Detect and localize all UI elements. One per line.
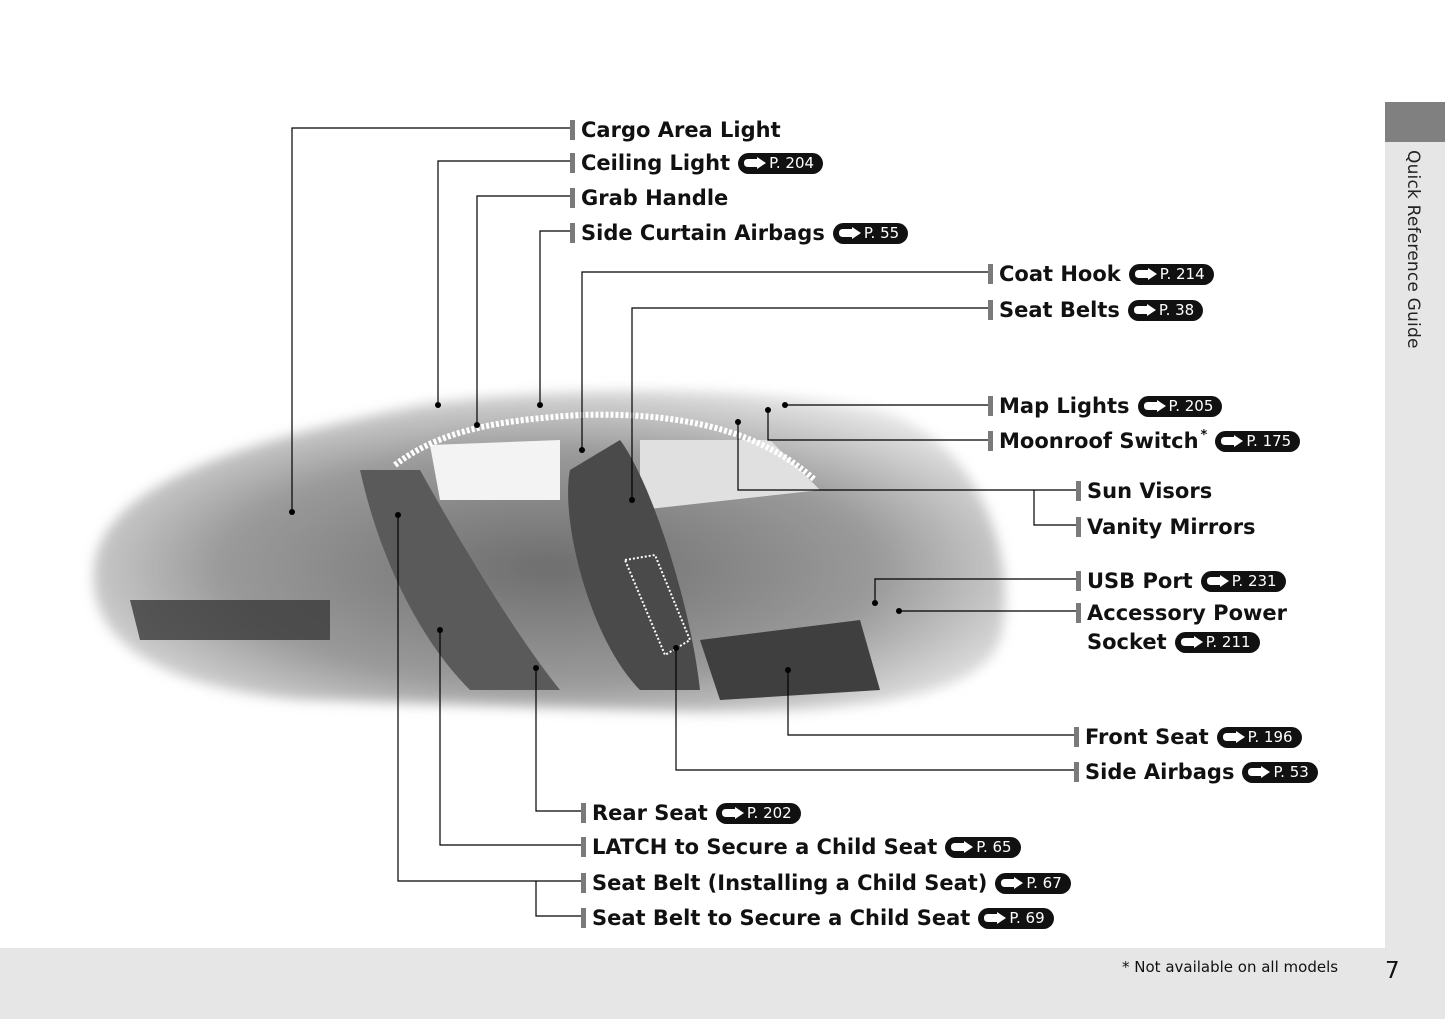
label-text: Cargo Area Light: [581, 118, 781, 142]
label-text: Coat Hook: [999, 262, 1121, 286]
page-ref-link[interactable]: P. 231: [1200, 570, 1286, 592]
arrow-right-icon: [1206, 575, 1229, 587]
page-ref-link[interactable]: P. 204: [738, 152, 824, 174]
label-side-curtain-airbags: Side Curtain Airbags P. 55: [570, 220, 909, 246]
label-moonroof-switch: Moonroof Switch* P. 175: [988, 427, 1301, 454]
page-ref: P. 231: [1231, 572, 1277, 590]
label-text: Side Airbags: [1085, 760, 1235, 784]
label-seat-belt-installing: Seat Belt (Installing a Child Seat) P. 67: [581, 870, 1071, 896]
page-ref-link[interactable]: P. 211: [1174, 631, 1260, 653]
label-grab-handle: Grab Handle: [570, 185, 728, 211]
section-tab-label: Quick Reference Guide: [1403, 150, 1423, 349]
arrow-right-icon: [1001, 877, 1024, 889]
footnote-mark: *: [1200, 427, 1208, 443]
page-ref: P. 55: [863, 224, 900, 242]
arrow-right-icon: [721, 807, 744, 819]
label-latch: LATCH to Secure a Child Seat P. 65: [581, 834, 1021, 860]
label-text: LATCH to Secure a Child Seat: [592, 835, 938, 859]
label-text: Seat Belts: [999, 298, 1120, 322]
page-footer: [0, 948, 1385, 1019]
label-ceiling-light: Ceiling Light P. 204: [570, 150, 824, 176]
page-ref: P. 175: [1246, 432, 1292, 450]
page-ref-link[interactable]: P. 67: [995, 872, 1071, 894]
pointer-dots: [289, 402, 902, 673]
label-vanity-mirrors: Vanity Mirrors: [1076, 514, 1256, 540]
page-ref: P. 204: [769, 154, 815, 172]
label-cargo-area-light: Cargo Area Light: [570, 117, 781, 143]
page-ref-link[interactable]: P. 196: [1216, 726, 1302, 748]
page-ref-link[interactable]: P. 214: [1128, 263, 1214, 285]
label-seat-belt-secure: Seat Belt to Secure a Child Seat P. 69: [581, 905, 1054, 931]
label-map-lights: Map Lights P. 205: [988, 393, 1223, 419]
arrow-right-icon: [1133, 304, 1156, 316]
page-ref: P. 38: [1158, 301, 1195, 319]
page-number: 7: [1385, 958, 1400, 984]
label-text: Rear Seat: [592, 801, 708, 825]
arrow-right-icon: [984, 912, 1007, 924]
leader-lines: [291, 127, 1078, 917]
page-ref-link[interactable]: P. 175: [1215, 430, 1301, 452]
label-text: Socket: [1087, 630, 1167, 654]
label-text: Seat Belt (Installing a Child Seat): [592, 871, 988, 895]
page-ref: P. 69: [1009, 909, 1045, 927]
page-ref-link[interactable]: P. 202: [715, 802, 801, 824]
label-coat-hook: Coat Hook P. 214: [988, 261, 1214, 287]
page-ref-link[interactable]: P. 205: [1137, 395, 1223, 417]
section-tab[interactable]: Quick Reference Guide: [1385, 102, 1445, 1019]
label-text: USB Port: [1087, 569, 1193, 593]
label-text: Map Lights: [999, 394, 1130, 418]
footnote: * Not available on all models: [1122, 958, 1339, 976]
page-ref: P. 202: [746, 804, 792, 822]
page-ref-link[interactable]: P. 38: [1127, 299, 1204, 321]
label-sun-visors: Sun Visors: [1076, 478, 1212, 504]
page-ref: P. 196: [1247, 728, 1293, 746]
label-text: Accessory Power: [1087, 601, 1287, 625]
label-seat-belts: Seat Belts P. 38: [988, 297, 1204, 323]
label-side-airbags: Side Airbags P. 53: [1074, 759, 1318, 785]
page-ref-link[interactable]: P. 55: [832, 222, 909, 244]
arrow-right-icon: [1248, 766, 1271, 778]
page-ref-link[interactable]: P. 65: [945, 836, 1021, 858]
page-ref: P. 67: [1026, 874, 1062, 892]
section-tab-marker: [1385, 102, 1445, 142]
arrow-right-icon: [744, 157, 767, 169]
label-accessory-power-socket: Accessory Power: [1076, 600, 1287, 626]
label-text: Sun Visors: [1087, 479, 1213, 503]
label-rear-seat: Rear Seat P. 202: [581, 800, 801, 826]
arrow-right-icon: [1180, 636, 1203, 648]
label-text: Ceiling Light: [581, 151, 731, 175]
page-ref: P. 205: [1168, 397, 1214, 415]
arrow-right-icon: [1221, 435, 1244, 447]
label-text: Front Seat: [1085, 725, 1209, 749]
page-ref: P. 65: [976, 838, 1012, 856]
label-text: Moonroof Switch: [999, 429, 1199, 453]
label-text: Vanity Mirrors: [1087, 515, 1256, 539]
arrow-right-icon: [1134, 268, 1157, 280]
label-front-seat: Front Seat P. 196: [1074, 724, 1302, 750]
arrow-right-icon: [1222, 731, 1245, 743]
arrow-right-icon: [951, 841, 974, 853]
label-usb-port: USB Port P. 231: [1076, 568, 1286, 594]
page-ref-link[interactable]: P. 69: [978, 907, 1054, 929]
label-text: Side Curtain Airbags: [581, 221, 825, 245]
page-ref-link[interactable]: P. 53: [1242, 761, 1318, 783]
label-text: Grab Handle: [581, 186, 729, 210]
arrow-right-icon: [838, 227, 861, 239]
page-ref: P. 53: [1273, 763, 1309, 781]
arrow-right-icon: [1143, 400, 1166, 412]
page-ref: P. 214: [1159, 265, 1205, 283]
label-accessory-power-socket-line2: Socket P. 211: [1087, 629, 1260, 655]
page-ref: P. 211: [1205, 633, 1251, 651]
label-text: Seat Belt to Secure a Child Seat: [592, 906, 971, 930]
